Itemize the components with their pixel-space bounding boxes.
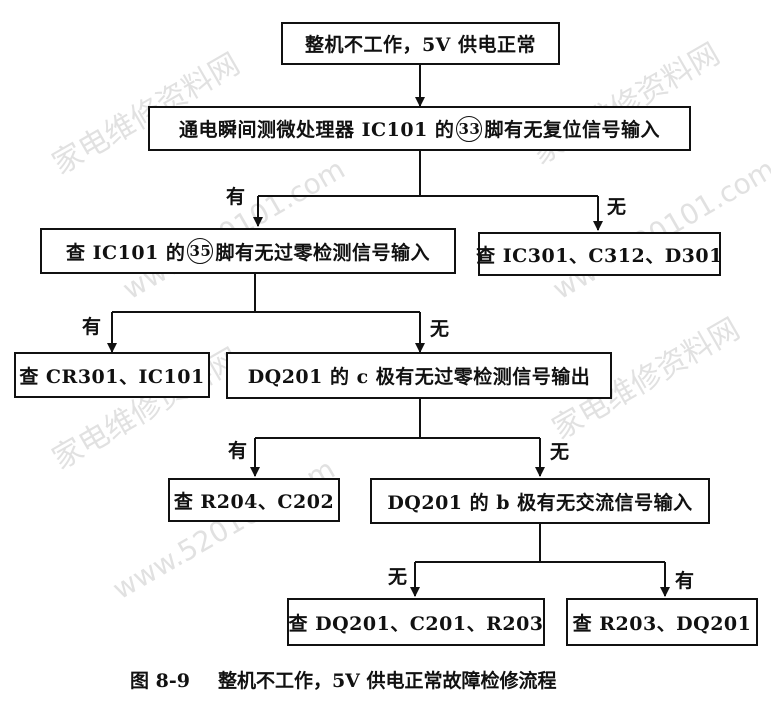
node-q1-text: 通电瞬间测微处理器 IC101 的 (179, 119, 455, 141)
branch-label-no: 无 (388, 566, 408, 588)
node-check-dq201-text: 查 DQ201、C201、R203 (288, 612, 544, 635)
pin-number-badge: 35 (187, 238, 214, 264)
node-start: 整机不工作，5V 供电正常 (281, 22, 560, 65)
branch-label-no: 无 (430, 318, 450, 340)
branch-label-yes: 有 (228, 440, 248, 462)
node-check-r204: 查 R204、C202 (168, 478, 340, 522)
node-check-dq201: 查 DQ201、C201、R203 (287, 598, 545, 646)
pin-number-badge: 33 (456, 115, 483, 142)
figure-title: 整机不工作，5V 供电正常故障检修流程 (217, 670, 557, 692)
node-q4-text: DQ201 的 b 极有无交流信号输入 (387, 491, 693, 514)
figure-number: 图 8-9 (130, 670, 190, 692)
node-check-r203: 查 R203、DQ201 (566, 598, 758, 646)
branch-label-yes: 有 (82, 316, 102, 338)
node-q3-text: DQ201 的 c 极有无过零检测信号输出 (247, 366, 591, 388)
node-q2-text-suffix: 脚有无过零检测信号输入 (215, 241, 430, 264)
branch-label-yes: 有 (675, 570, 695, 592)
figure-caption: 图 8-9 整机不工作，5V 供电正常故障检修流程 (130, 666, 557, 693)
node-check-cr301: 查 CR301、IC101 (14, 352, 210, 398)
branch-label-no: 无 (607, 196, 627, 218)
branch-label-no: 无 (550, 441, 570, 463)
node-q4: DQ201 的 b 极有无交流信号输入 (370, 478, 710, 524)
node-check-ic301-text: 查 IC301、C312、D301 (476, 244, 723, 267)
connectors (107, 63, 670, 597)
branch-label-yes: 有 (226, 186, 246, 208)
watermark-text: www.520101.com (107, 452, 341, 606)
node-check-ic301: 查 IC301、C312、D301 (476, 232, 723, 276)
node-check-r204-text: 查 R204、C202 (173, 490, 335, 513)
watermark-text: www.520101.com (547, 152, 771, 306)
node-q2: 查 IC101 的 35 脚有无过零检测信号输入 (40, 228, 456, 274)
node-q1: 通电瞬间测微处理器 IC101 的 33 脚有无复位信号输入 (148, 106, 691, 151)
node-q1-text-suffix: 脚有无复位信号输入 (484, 119, 660, 141)
node-check-r203-text: 查 R203、DQ201 (572, 612, 752, 635)
node-q3: DQ201 的 c 极有无过零检测信号输出 (226, 352, 612, 399)
node-check-cr301-text: 查 CR301、IC101 (19, 365, 205, 388)
node-q2-text: 查 IC101 的 (66, 241, 186, 264)
node-start-text: 整机不工作，5V 供电正常 (304, 34, 537, 56)
